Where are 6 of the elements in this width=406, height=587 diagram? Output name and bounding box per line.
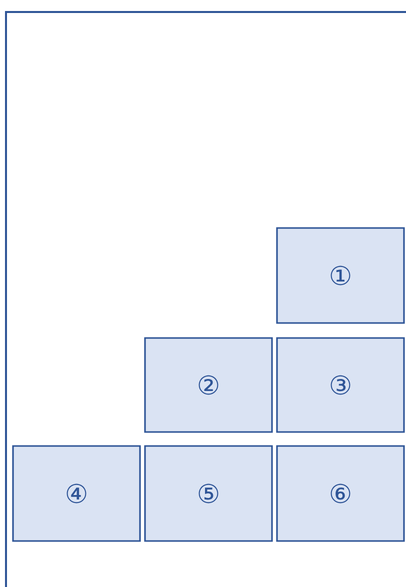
numbered-box: ⑥ bbox=[276, 445, 405, 542]
numbered-box: ② bbox=[144, 337, 273, 433]
numbered-box: ① bbox=[276, 227, 405, 324]
numbered-box: ⑤ bbox=[144, 445, 273, 542]
numbered-box: ④ bbox=[12, 445, 141, 542]
numbered-box: ③ bbox=[276, 337, 405, 433]
